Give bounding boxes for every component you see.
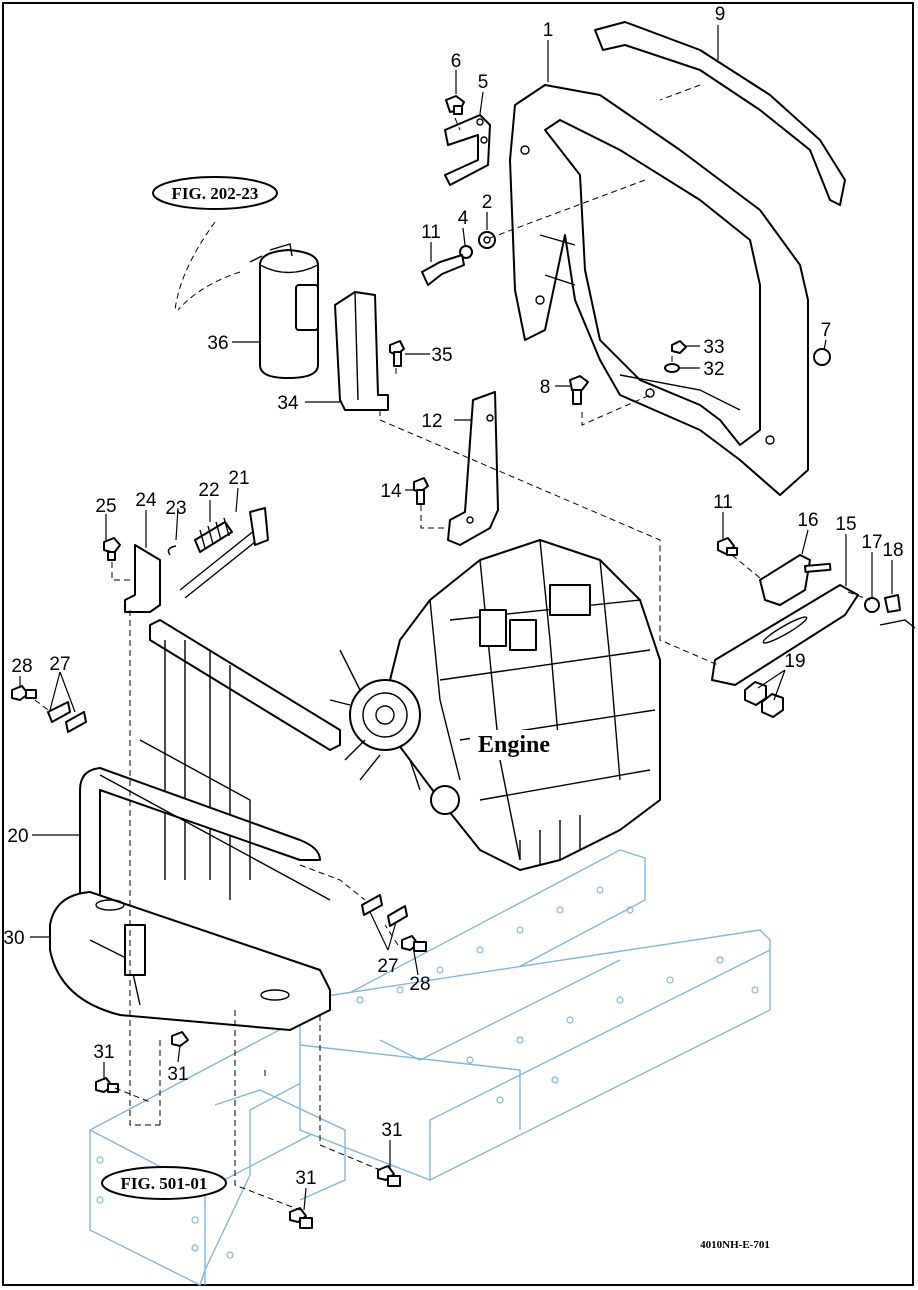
callout-25: 25 xyxy=(95,496,116,517)
callout-4: 4 xyxy=(458,208,469,229)
part-20-guard xyxy=(79,619,341,901)
parts-21-24-pin-spring xyxy=(124,507,269,613)
engine-label: Engine xyxy=(478,732,550,758)
part-9-trim xyxy=(594,21,846,206)
callout-15: 15 xyxy=(835,514,856,535)
callout-27-right: 27 xyxy=(377,956,398,977)
callout-7: 7 xyxy=(821,320,832,341)
assembly-lines xyxy=(34,84,871,1211)
callout-33: 33 xyxy=(703,337,724,358)
callout-6: 6 xyxy=(451,51,462,72)
engine: Engine xyxy=(329,539,661,871)
part-5-bracket xyxy=(444,114,491,186)
callout-16: 16 xyxy=(797,510,818,531)
callout-23: 23 xyxy=(165,498,186,519)
callout-9: 9 xyxy=(715,4,726,25)
fig-ref-501-01-label: FIG. 501-01 xyxy=(121,1174,208,1193)
callout-35: 35 xyxy=(431,345,452,366)
callout-numbers: 1 2 4 5 6 7 8 9 11 11 12 14 15 16 17 18 … xyxy=(3,4,903,1189)
callout-31-a: 31 xyxy=(93,1042,114,1063)
callout-11-lower: 11 xyxy=(713,492,733,513)
callout-17: 17 xyxy=(861,532,882,553)
parts-27-brackets xyxy=(47,701,408,927)
part-34-bracket xyxy=(334,291,389,411)
callout-24: 24 xyxy=(135,490,157,511)
drawing-number: 4010NH-E-701 xyxy=(700,1239,770,1251)
callout-31-c: 31 xyxy=(381,1120,402,1141)
callout-5: 5 xyxy=(478,72,489,93)
callout-27-left: 27 xyxy=(49,654,70,675)
callout-11-upper: 11 xyxy=(421,222,441,243)
callout-19: 19 xyxy=(784,651,805,672)
fig-ref-202-23-label: FIG. 202-23 xyxy=(172,184,259,203)
callout-28-left: 28 xyxy=(11,656,32,677)
part-1-frame xyxy=(509,84,809,496)
part-30-floor xyxy=(49,891,331,1031)
callout-12: 12 xyxy=(421,411,442,432)
callout-8: 8 xyxy=(540,377,551,398)
part-12-bracket xyxy=(447,391,499,546)
callout-22: 22 xyxy=(198,480,219,501)
fig-ref-202-23[interactable]: FIG. 202-23 xyxy=(152,176,278,210)
parts-15-19-links xyxy=(711,554,916,718)
callout-leaders xyxy=(19,25,893,1211)
callout-32: 32 xyxy=(703,359,724,380)
callout-31-b: 31 xyxy=(167,1064,188,1085)
fasteners xyxy=(11,95,831,1229)
callout-21: 21 xyxy=(228,468,249,489)
callout-31-d: 31 xyxy=(295,1168,316,1189)
callout-14: 14 xyxy=(380,481,402,502)
callout-20: 20 xyxy=(7,826,28,847)
base-frame xyxy=(89,849,771,1286)
fig-ref-501-01[interactable]: FIG. 501-01 xyxy=(101,1166,227,1200)
callout-36: 36 xyxy=(207,333,228,354)
callout-1: 1 xyxy=(543,20,554,41)
callout-34: 34 xyxy=(277,393,299,414)
callout-18: 18 xyxy=(882,540,903,561)
callout-2: 2 xyxy=(482,192,493,213)
callout-28-right: 28 xyxy=(409,974,430,995)
part-36-bottle xyxy=(249,243,319,379)
callout-30: 30 xyxy=(3,928,24,949)
